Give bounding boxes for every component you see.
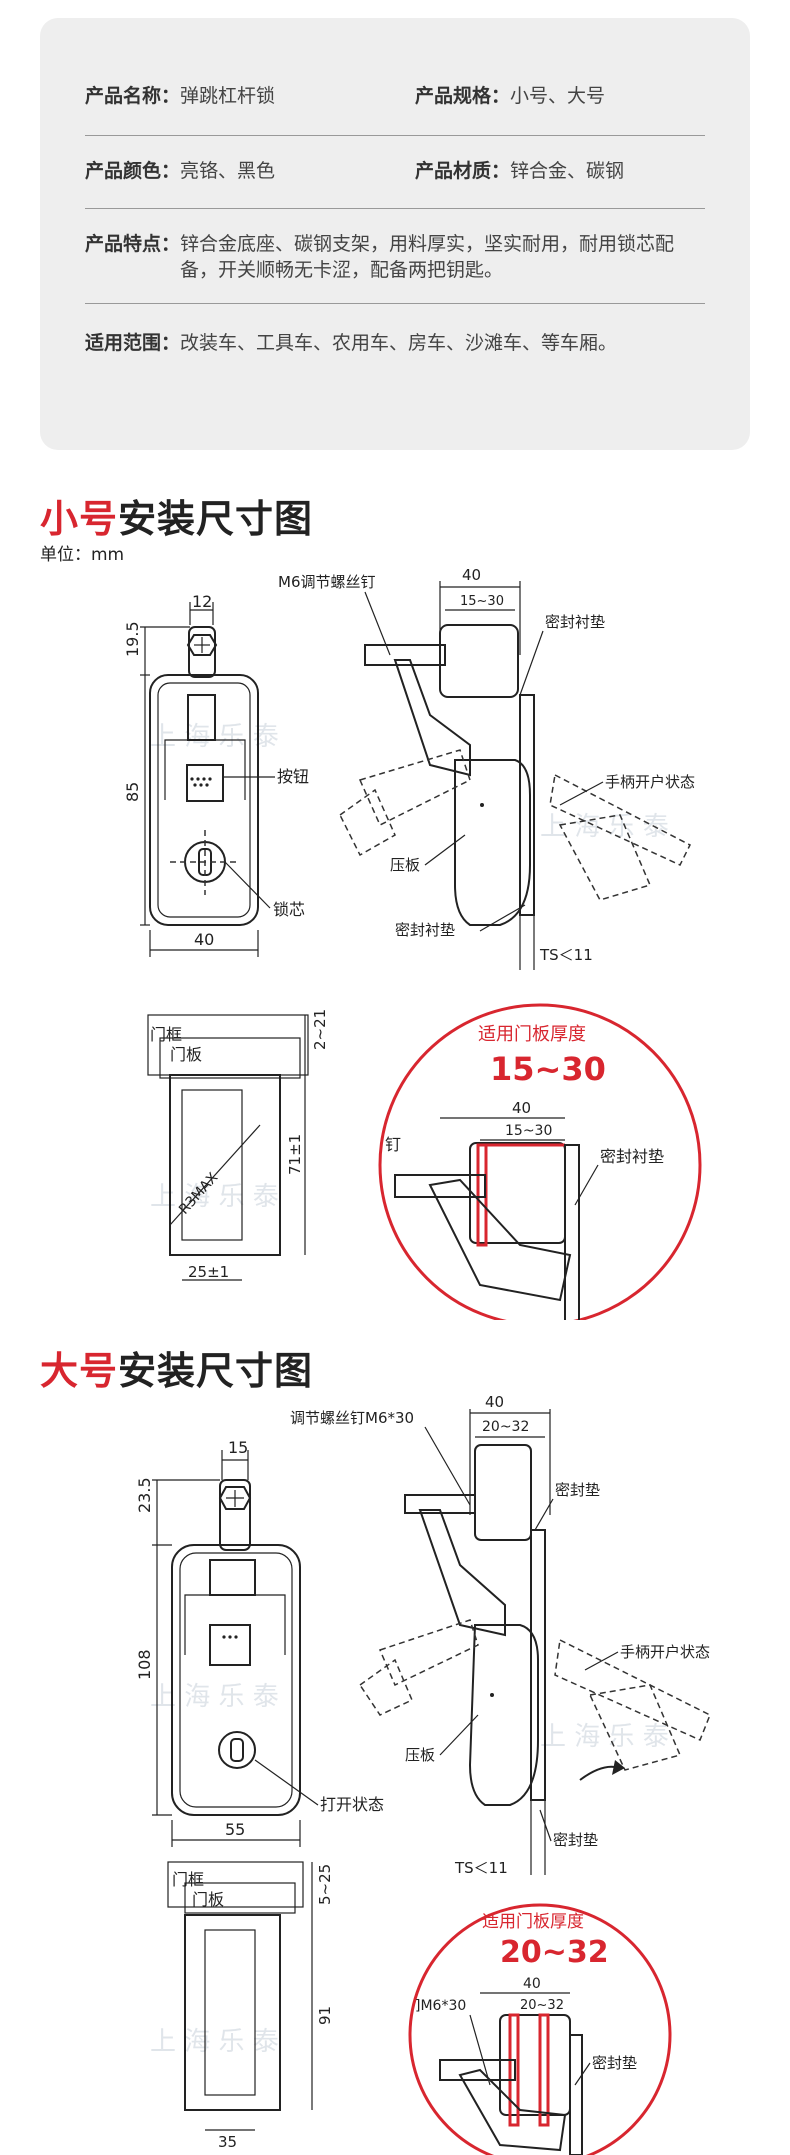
spec-name-label: 产品名称：	[85, 85, 181, 107]
dim-55: 55	[225, 1820, 245, 1839]
side-dim-20-32: 20~32	[482, 1419, 529, 1435]
side-dim-40: 40	[485, 1395, 504, 1411]
small-drawings: 上 海 乐 泰 上 海 乐 泰 上 海 乐 泰 上 海 乐 泰 12 19.5 …	[123, 566, 702, 1320]
spec-divider	[85, 208, 705, 209]
side-dim-15-30: 15~30	[460, 594, 504, 609]
spec-features-label: 产品特点：	[85, 233, 181, 255]
svg-text:上 海 乐 泰: 上 海 乐 泰	[150, 1182, 279, 1212]
label-core: 锁芯	[273, 900, 305, 919]
dim-71: 71±1	[286, 1134, 304, 1175]
circle-dim-40: 40	[523, 1976, 541, 1992]
dim-23-5: 23.5	[135, 1477, 154, 1513]
dim-15: 15	[228, 1438, 248, 1457]
svg-text:上 海 乐 泰: 上 海 乐 泰	[150, 2027, 279, 2057]
dim-40: 40	[194, 930, 214, 949]
label-seal-bottom: 密封衬垫	[395, 921, 455, 939]
frame-label: 门框	[172, 1870, 204, 1889]
dim-2-21: 2~21	[311, 1009, 329, 1050]
circle-ding: 钉	[385, 1135, 401, 1154]
dim-19-5: 19.5	[123, 621, 142, 657]
circle-title: 适用门板厚度	[478, 1024, 586, 1045]
unit-label: 单位：mm	[40, 545, 125, 565]
label-m6-screw: M6调节螺丝钉	[278, 573, 376, 591]
panel-label: 门板	[192, 1890, 224, 1909]
label-plate: 压板	[405, 1746, 435, 1764]
circle-dim-20-32: 20~32	[520, 1998, 564, 2013]
spec-features-value: 锌合金底座、碳钢支架，用料厚实，坚实耐用，耐用锁芯配备，开关顺畅无卡涩，配备两把…	[180, 233, 675, 281]
svg-text:上 海 乐 泰: 上 海 乐 泰	[150, 1682, 279, 1712]
large-section-title: 大号安装尺寸图	[40, 1340, 313, 1395]
label-seal-top: 密封垫	[555, 1481, 600, 1499]
spec-size-value: 小号、大号	[510, 85, 606, 107]
spec-name-value: 弹跳杠杆锁	[180, 85, 276, 107]
label-button: 按钮	[277, 767, 309, 786]
small-title-highlight: 小号	[40, 497, 119, 541]
large-drawings: 上 海 乐 泰 上 海 乐 泰 上 海 乐 泰 15 23.5 108 55 打…	[135, 1395, 711, 2155]
circle-range: 15~30	[490, 1050, 606, 1088]
small-title-rest: 安装尺寸图	[118, 497, 314, 541]
label-handle-open: 手柄开户状态	[620, 1643, 710, 1661]
label-seal-bottom: 密封垫	[553, 1831, 598, 1849]
panel-label: 门板	[170, 1045, 202, 1064]
circle-seal: 密封衬垫	[600, 1147, 664, 1166]
dim-91: 91	[316, 2006, 334, 2025]
spec-size-label: 产品规格：	[415, 85, 511, 107]
small-cutout-view: 门框 门板 2~21 71±1 R3MAX 25±1	[147, 1009, 329, 1281]
dim-35: 35	[218, 2133, 237, 2151]
spec-color-value: 亮铬、黑色	[180, 160, 276, 182]
spec-scope-value: 改装车、工具车、农用车、房车、沙滩车、等车厢。	[180, 332, 618, 354]
dim-12: 12	[192, 592, 212, 611]
large-front-view: 15 23.5 108 55 打开状态	[135, 1438, 384, 1847]
label-screw-m6-30: 调节螺丝钉M6*30	[290, 1409, 414, 1427]
side-dim-40: 40	[462, 566, 481, 584]
large-title-rest: 安装尺寸图	[118, 1349, 314, 1393]
circle-m6-30: ]M6*30	[415, 1998, 466, 2014]
svg-text:上 海 乐 泰: 上 海 乐 泰	[540, 812, 669, 842]
spec-card: 产品名称：弹跳杠杆锁 产品规格：小号、大号 产品颜色：亮铬、黑色 产品材质：锌合…	[40, 18, 750, 450]
dim-5-25: 5~25	[316, 1864, 334, 1905]
small-side-view: M6调节螺丝钉 40 15~30 密封衬垫 手柄开户状态 压板 密封衬垫 TS＜…	[278, 566, 695, 970]
label-ts: TS＜11	[454, 1859, 508, 1877]
dim-85: 85	[123, 782, 142, 802]
label-ts: TS＜11	[539, 946, 593, 964]
spec-scope-label: 适用范围：	[85, 332, 181, 354]
circle-title: 适用门板厚度	[482, 1912, 584, 1932]
label-handle-open: 手柄开户状态	[605, 773, 695, 791]
small-section-title: 小号安装尺寸图	[40, 488, 313, 543]
label-seal-top: 密封衬垫	[545, 613, 605, 631]
spec-divider	[85, 135, 705, 136]
small-detail-circle: 适用门板厚度 15~30 40 15~30 钉 密封衬垫	[378, 1003, 702, 1320]
spec-material-label: 产品材质：	[415, 160, 511, 182]
dim-108: 108	[135, 1649, 154, 1680]
small-front-view: 12 19.5 85 40 按钮 锁芯	[123, 592, 309, 957]
circle-dim-15-30: 15~30	[505, 1123, 552, 1139]
spec-divider	[85, 303, 705, 304]
label-plate: 压板	[390, 856, 420, 874]
spec-material-value: 锌合金、碳钢	[510, 160, 625, 182]
circle-range: 20~32	[500, 1935, 609, 1970]
frame-label: 门框	[150, 1025, 182, 1044]
large-title-highlight: 大号	[40, 1349, 119, 1393]
large-cutout-view: 门框 门板 5~25 91 35	[167, 1861, 334, 2151]
spec-color-label: 产品颜色：	[85, 160, 181, 182]
large-detail-circle: 适用门板厚度 20~32 40 20~32 ]M6*30 密封垫	[408, 1903, 672, 2155]
circle-seal: 密封垫	[592, 2054, 637, 2072]
large-side-view: 调节螺丝钉M6*30 40 20~32 密封垫 手柄开户状态 压板 密封垫 TS…	[290, 1395, 711, 1877]
label-open-state: 打开状态	[320, 1795, 384, 1814]
circle-dim-40: 40	[512, 1099, 531, 1117]
dim-25: 25±1	[188, 1263, 229, 1281]
